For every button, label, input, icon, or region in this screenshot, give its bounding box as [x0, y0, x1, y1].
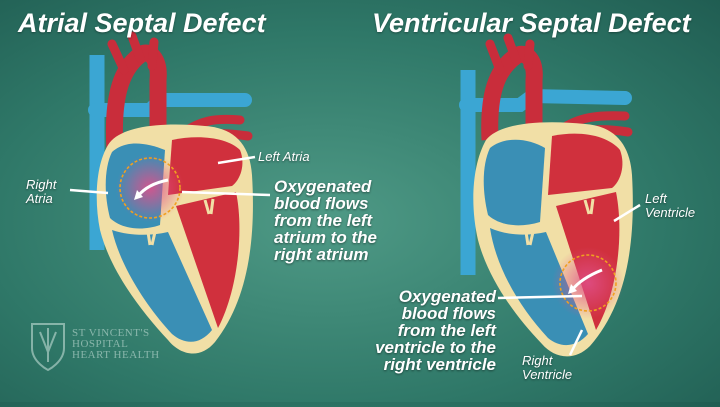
vsd-caption-pointer	[497, 294, 583, 300]
vsd-right-atrium	[483, 139, 545, 226]
asd-left-ventricle	[176, 192, 240, 328]
vsd-defect-ring	[559, 254, 617, 312]
logo-line: HEART HEALTH	[72, 349, 160, 361]
asd-defect-glow	[116, 154, 184, 222]
asd-defect-ring	[119, 157, 181, 219]
vsd-left-ventricle-pointer	[613, 203, 641, 223]
vsd-defect-glow	[552, 247, 624, 319]
vsd-aortic-branches	[485, 33, 535, 75]
vsd-caption-line: blood flows	[401, 304, 496, 323]
left-atria-label: Left Atria	[258, 149, 310, 164]
asd-caption-line: blood flows	[274, 194, 369, 213]
asd-flow-arrowhead	[134, 190, 143, 200]
logo-line: HOSPITAL	[72, 338, 129, 350]
vsd-caption-line: Oxygenated	[398, 287, 496, 306]
asd-mitral-valve	[203, 198, 215, 215]
vsd-caption-line: right ventricle	[383, 355, 496, 374]
asd-left-atrium	[168, 137, 243, 195]
vsd-mitral-valve	[583, 198, 595, 215]
vsd-caption-line: ventricle to the	[375, 338, 496, 357]
asd-right-ventricle	[112, 230, 212, 342]
asd-left-atria-pointer	[217, 155, 256, 165]
vsd-title: Ventricular Septal Defect	[372, 8, 691, 38]
asd-caption-pointer	[181, 190, 271, 197]
right-ventricle-label-line: Ventricle	[522, 367, 573, 382]
right-ventricle-label-line: Right	[522, 353, 553, 368]
vsd-flow-arrowhead	[568, 284, 577, 294]
vsd-flow-arrow	[570, 268, 603, 291]
vsd-right-ventricle	[490, 228, 588, 346]
asd-caption-line: right atrium	[274, 245, 369, 264]
asd-tricuspid-valve	[146, 231, 157, 246]
vsd-caption-line: from the left	[397, 321, 496, 340]
vsd-tricuspid-valve	[524, 231, 535, 246]
vsd-left-atrium	[548, 133, 623, 195]
st-vincents-emblem-icon	[31, 323, 65, 372]
asd-heart	[69, 31, 271, 354]
asd-caption-line: atrium to the	[274, 228, 377, 247]
asd-right-atria-pointer	[69, 188, 109, 195]
vsd-heart	[459, 33, 641, 357]
right-atria-label: Right Atria	[26, 178, 56, 206]
st-vincents-logo: ST VINCENT'S HOSPITAL HEART HEALTH	[28, 318, 178, 378]
logo-line: ST VINCENT'S	[72, 327, 150, 339]
vsd-right-ventricle-pointer	[568, 329, 584, 356]
logo-text: ST VINCENT'S HOSPITAL HEART HEALTH	[72, 328, 160, 361]
right-ventricle-label: Right Ventricle	[522, 354, 572, 382]
left-ventricle-label-line: Ventricle	[645, 205, 696, 220]
asd-caption-line: Oxygenated	[274, 177, 372, 196]
asd-title: Atrial Septal Defect	[18, 8, 266, 38]
right-atria-label-line: Atria	[26, 191, 53, 206]
left-ventricle-label: Left Ventricle	[645, 192, 695, 220]
left-ventricle-label-line: Left	[645, 191, 667, 206]
asd-caption-line: from the left	[274, 211, 373, 230]
asd-caption: Oxygenated blood flows from the left atr…	[274, 178, 377, 263]
vsd-caption: Oxygenated blood flows from the left ven…	[318, 288, 496, 373]
asd-aortic-branches	[107, 31, 159, 75]
right-atria-label-line: Right	[26, 177, 57, 192]
